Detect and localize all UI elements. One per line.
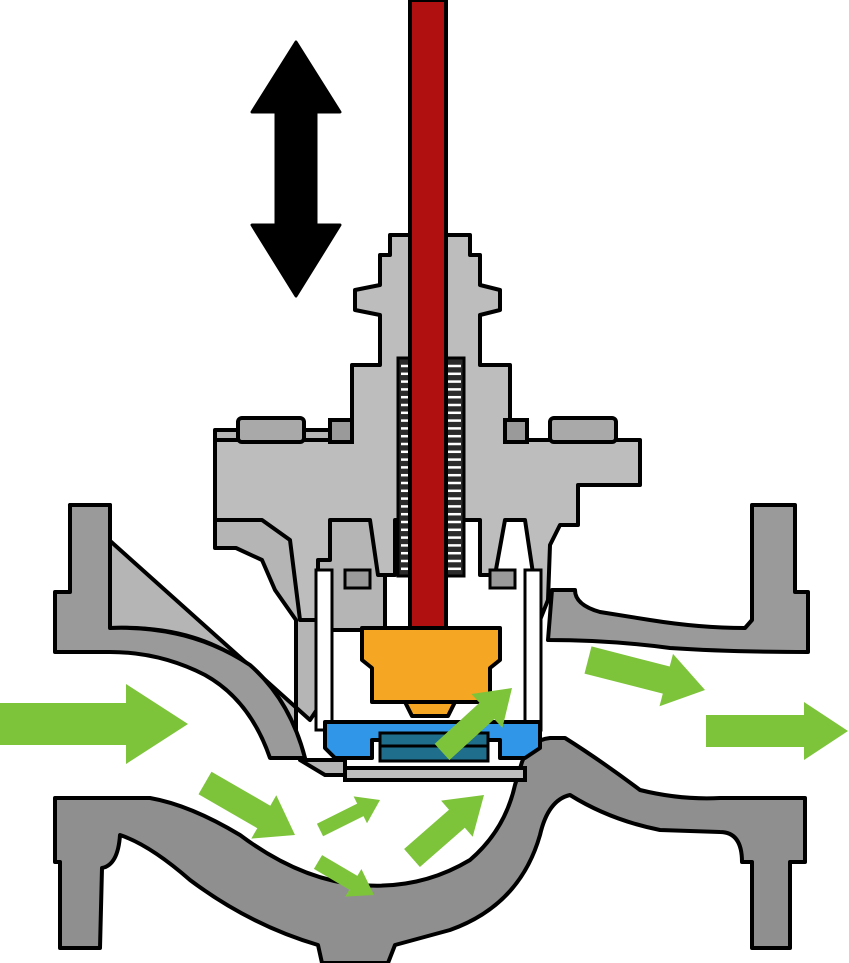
outlet-flange	[546, 503, 810, 654]
flow-arrow-icon	[316, 796, 380, 837]
valve-plug-tip	[403, 700, 457, 718]
cage-right	[523, 568, 543, 732]
flow-arrow-icon	[434, 688, 512, 761]
bonnet-nut-left	[236, 416, 306, 444]
bonnet-stud-right	[503, 418, 529, 444]
valve-body-lower	[53, 736, 807, 963]
valve-plug	[360, 626, 502, 704]
flow-arrows	[0, 646, 848, 897]
flow-arrow-icon	[0, 684, 188, 764]
flow-arrow-icon	[404, 795, 484, 867]
flow-arrow-icon	[313, 855, 374, 897]
flow-arrow-icon	[706, 702, 848, 760]
guide-left	[343, 568, 372, 590]
guide-right	[488, 568, 517, 590]
bonnet-stud-left	[328, 418, 354, 444]
inlet-flange	[53, 503, 307, 760]
flow-arrow-icon	[584, 646, 705, 707]
cage-left	[314, 568, 334, 732]
valve-stem	[408, 0, 448, 642]
seat-plate	[343, 766, 527, 782]
flow-arrow-icon	[198, 771, 295, 839]
bonnet-nut-right	[548, 416, 618, 444]
double-arrow-vertical-icon	[250, 40, 342, 298]
